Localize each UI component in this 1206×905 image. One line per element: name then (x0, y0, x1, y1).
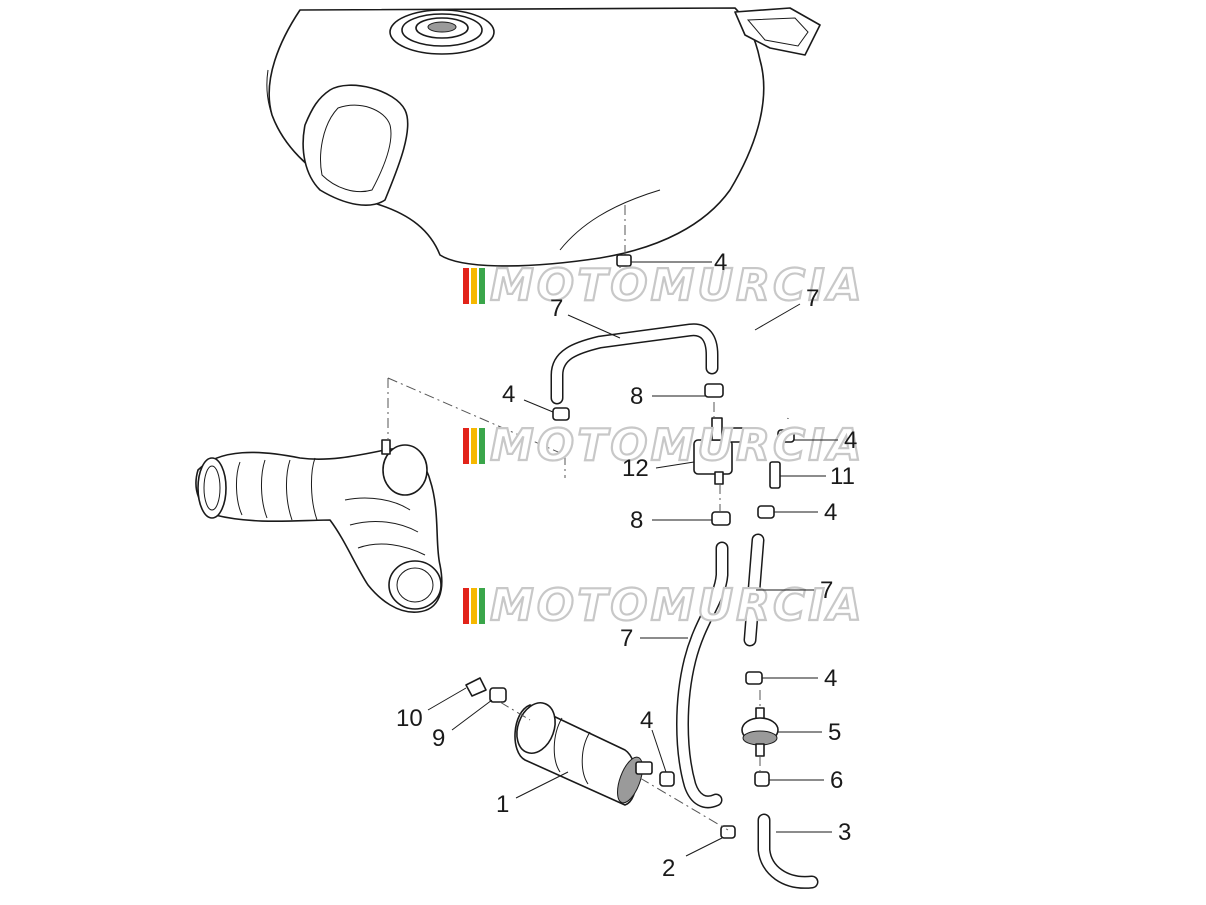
callout-label: 9 (432, 725, 445, 752)
clamp-6-body (754, 771, 770, 787)
clamp-right-low (745, 671, 763, 685)
canister-body (514, 702, 653, 806)
clamp-tank (616, 254, 632, 267)
callout-label: 8 (630, 507, 643, 534)
callout-label: 4 (824, 499, 837, 526)
fitting-11-body (769, 461, 781, 489)
intake-duct (195, 439, 443, 613)
callout-label: 5 (828, 719, 841, 746)
watermark-text: MOTOMURCIA (490, 420, 865, 471)
fuel-tank (266, 7, 821, 267)
clip-10-body (465, 677, 487, 697)
clamp-right-top (777, 429, 795, 443)
valve-5-body (741, 707, 779, 757)
callout-label: 4 (844, 427, 857, 454)
callout-label: 12 (622, 455, 649, 482)
callout-label: 2 (662, 855, 675, 882)
callout-label: 7 (620, 625, 633, 652)
callout-label: 4 (824, 665, 837, 692)
watermark-top: MOTOMURCIA (463, 259, 865, 312)
callout-label: 6 (830, 767, 843, 794)
callout-label: 4 (714, 249, 727, 276)
callout-label: 4 (502, 381, 515, 408)
callout-label: 3 (838, 819, 851, 846)
watermark-middle: MOTOMURCIA (463, 419, 865, 472)
watermark-text: MOTOMURCIA (490, 260, 865, 311)
callouts: 4 7 7 4 8 4 12 11 8 4 7 7 4 10 9 4 5 (396, 249, 857, 882)
clamp-right-mid (757, 505, 775, 519)
cap-2-body (720, 825, 736, 839)
watermark-bottom: MOTOMURCIA (463, 579, 865, 632)
valve-12-body (693, 417, 751, 485)
clamp-8-lower (711, 511, 731, 526)
clamp-8-upper (704, 383, 724, 398)
callout-label: 7 (806, 285, 819, 312)
clamp-9-body (489, 687, 507, 703)
callout-label: 11 (830, 463, 855, 490)
callout-label: 1 (496, 791, 509, 818)
clamp-left (552, 407, 570, 421)
callout-label: 4 (640, 707, 653, 734)
callout-label: 7 (550, 295, 563, 322)
callout-label: 8 (630, 383, 643, 410)
callout-label: 7 (820, 577, 833, 604)
watermark-text: MOTOMURCIA (490, 580, 865, 631)
clamp-canister (659, 771, 675, 787)
callout-label: 10 (396, 705, 423, 732)
